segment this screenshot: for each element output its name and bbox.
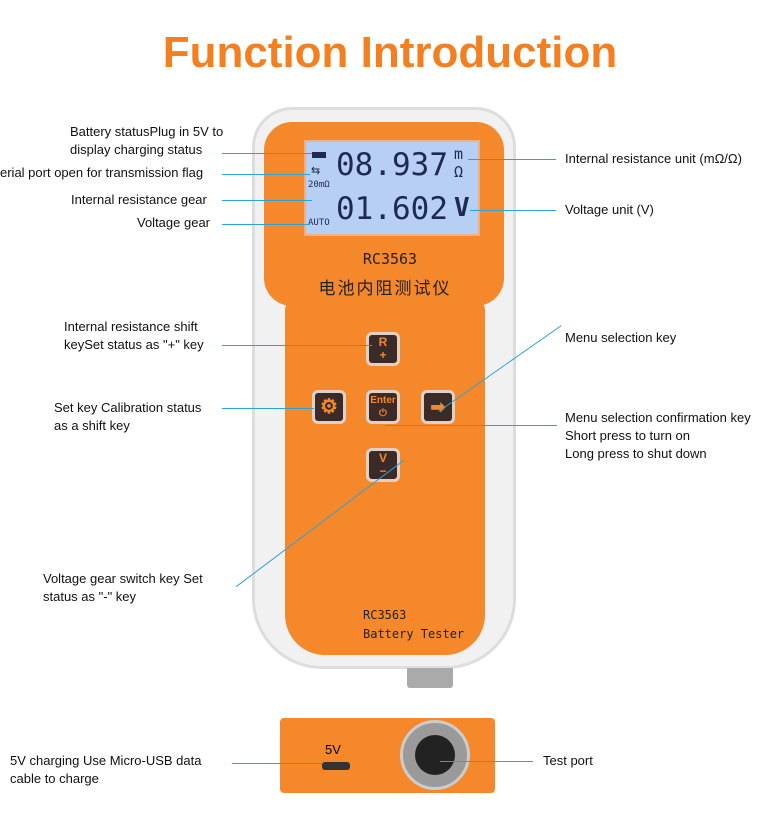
- model-print: RC3563: [363, 608, 407, 622]
- r-label: R: [378, 335, 388, 349]
- voltage-reading: 01.602: [336, 191, 448, 227]
- test-port-label: Test port: [543, 753, 593, 768]
- ir-unit-label: Internal resistance unit (mΩ/Ω): [565, 151, 742, 166]
- ohm-unit: Ω: [454, 163, 464, 181]
- chinese-name: 电池内阻测试仪: [318, 279, 452, 298]
- v-label: V: [378, 451, 387, 465]
- port-label: 5V: [325, 742, 341, 757]
- enter-power-button[interactable]: Enter ⏻: [366, 390, 400, 424]
- resistance-reading: 08.937: [336, 147, 448, 183]
- gear-icon: ⚙: [320, 396, 338, 418]
- plus-label: +: [379, 348, 387, 362]
- voltage-gear-label: Voltage gear: [137, 215, 211, 230]
- test-port-connector: [400, 720, 470, 790]
- connector-stub: [407, 668, 453, 688]
- minus-label: −: [379, 464, 387, 478]
- micro-usb-port: [322, 762, 350, 770]
- voltage-unit-label: Voltage unit (V): [565, 202, 654, 217]
- milli-unit: m: [454, 145, 464, 163]
- arrow-right-icon: ➡: [430, 397, 446, 417]
- auto-indicator: AUTO: [308, 218, 330, 228]
- usb-icon: ⇆: [311, 165, 321, 177]
- model-label: RC3563: [362, 250, 418, 268]
- serial-port-label: erial port open for transmission flag: [0, 165, 204, 180]
- r-plus-button[interactable]: R+: [366, 332, 400, 366]
- enter-label: Enter: [370, 395, 396, 406]
- battery-icon: [312, 152, 326, 158]
- bottom-view: 5V: [280, 718, 495, 793]
- menu-key-label: Menu selection key: [565, 330, 677, 345]
- power-icon: ⏻: [379, 408, 387, 419]
- ir-gear-label: Internal resistance gear: [71, 192, 207, 207]
- set-button[interactable]: ⚙: [312, 390, 346, 424]
- brand-print: Battery Tester: [363, 627, 465, 641]
- menu-arrow-button[interactable]: ➡: [421, 390, 455, 424]
- volt-unit: V: [454, 193, 470, 223]
- range-indicator: 20mΩ: [308, 180, 330, 190]
- page-title: Function Introduction: [162, 28, 618, 77]
- lcd-screen: ⇆ 20mΩ AUTO 08.937 m Ω 01.602 V: [304, 140, 480, 236]
